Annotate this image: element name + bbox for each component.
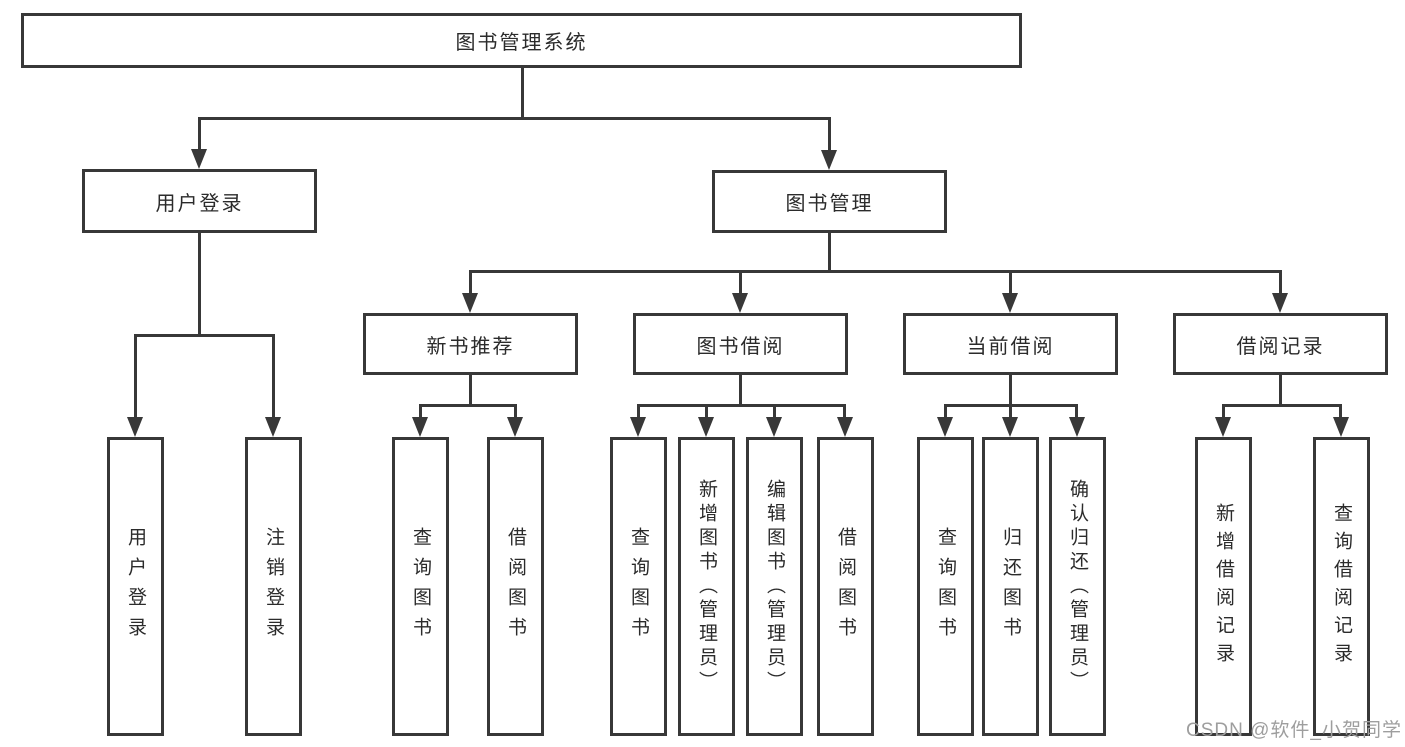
leaf-logout: 注销登录 [245,437,302,736]
node-book-mgmt-label: 图书管理 [785,193,874,215]
leaf-nb-borrow-books-label: 借阅图书 [505,526,526,647]
connector-drop-br-add [1222,404,1225,419]
arrow-to-cb-return [1002,417,1018,437]
leaf-br-query-record: 查询借阅记录 [1313,437,1370,736]
leaf-bb-query-books-label: 查询图书 [628,526,649,647]
connector-drop-nb-borrow [514,404,517,419]
node-root-label: 图书管理系统 [455,32,588,54]
connector-book-mgmt-stem [828,233,831,273]
node-root: 图书管理系统 [21,13,1022,68]
connector-drop-leaf-user-login [134,334,137,419]
leaf-user-login: 用户登录 [107,437,164,736]
arrow-to-current-borrow [1002,293,1018,313]
leaf-nb-borrow-books: 借阅图书 [487,437,544,736]
leaf-bb-add-books-admin: 新增图书（管理员） [678,437,735,736]
connector-book-borrow-stem [739,375,742,407]
connector-drop-br-query [1339,404,1342,419]
node-book-borrow: 图书借阅 [633,313,848,375]
arrow-to-book-mgmt [821,150,837,170]
connector-new-book-rec-rail [419,404,517,407]
leaf-nb-query-books-label: 查询图书 [410,526,431,647]
connector-drop-current-borrow [1009,270,1012,295]
connector-root-stem [521,68,524,120]
node-current-borrow: 当前借阅 [903,313,1118,375]
node-book-mgmt: 图书管理 [712,170,947,233]
node-new-book-rec-label: 新书推荐 [426,335,515,358]
arrow-to-bb-borrow [837,417,853,437]
connector-current-borrow-stem [1009,375,1012,407]
leaf-cb-query-books-label: 查询图书 [935,526,956,647]
connector-borrow-record-rail [1222,404,1342,407]
connector-drop-bb-borrow [843,404,846,419]
connector-user-login-rail [134,334,275,337]
connector-drop-cb-query [944,404,947,419]
arrow-to-leaf-logout [265,417,281,437]
leaf-logout-label: 注销登录 [263,526,284,647]
arrow-to-br-query [1333,417,1349,437]
node-borrow-record: 借阅记录 [1173,313,1388,375]
arrow-to-bb-edit [766,417,782,437]
connector-drop-leaf-logout [272,334,275,419]
arrow-to-cb-confirm [1069,417,1085,437]
connector-drop-user-login [198,117,201,151]
connector-drop-bb-add [705,404,708,419]
leaf-bb-borrow-books-label: 借阅图书 [835,526,856,647]
leaf-bb-add-books-admin-label: 新增图书（管理员） [696,478,717,695]
connector-new-book-rec-stem [469,375,472,407]
leaf-bb-query-books: 查询图书 [610,437,667,736]
connector-drop-borrow-record [1279,270,1282,295]
leaf-cb-confirm-return-admin: 确认归还（管理员） [1049,437,1106,736]
connector-root-rail [198,117,831,120]
node-book-borrow-label: 图书借阅 [696,335,785,358]
connector-drop-book-mgmt [828,117,831,152]
node-current-borrow-label: 当前借阅 [966,335,1055,358]
leaf-bb-borrow-books: 借阅图书 [817,437,874,736]
connector-drop-bb-query [637,404,640,419]
connector-drop-bb-edit [773,404,776,419]
arrow-to-leaf-user-login [127,417,143,437]
leaf-br-query-record-label: 查询借阅记录 [1331,502,1352,671]
node-user-login-label: 用户登录 [155,192,244,215]
arrow-to-bb-add [698,417,714,437]
connector-drop-book-borrow [739,270,742,295]
arrow-to-cb-query [937,417,953,437]
leaf-user-login-label: 用户登录 [125,526,146,647]
arrow-to-br-add [1215,417,1231,437]
connector-drop-cb-confirm [1075,404,1078,419]
connector-borrow-record-stem [1279,375,1282,407]
node-new-book-rec: 新书推荐 [363,313,578,375]
leaf-cb-query-books: 查询图书 [917,437,974,736]
arrow-to-book-borrow [732,293,748,313]
arrow-to-new-book-rec [462,293,478,313]
leaf-br-add-record: 新增借阅记录 [1195,437,1252,736]
leaf-bb-edit-books-admin: 编辑图书（管理员） [746,437,803,736]
arrow-to-borrow-record [1272,293,1288,313]
node-borrow-record-label: 借阅记录 [1236,335,1325,358]
leaf-bb-edit-books-admin-label: 编辑图书（管理员） [764,478,785,695]
leaf-br-add-record-label: 新增借阅记录 [1213,502,1234,671]
leaf-nb-query-books: 查询图书 [392,437,449,736]
arrow-to-nb-query [412,417,428,437]
csdn-watermark: CSDN @软件_小贺同学 [1186,720,1402,741]
connector-drop-nb-query [419,404,422,419]
leaf-cb-confirm-return-admin-label: 确认归还（管理员） [1067,478,1088,695]
leaf-cb-return-books-label: 归还图书 [1000,526,1021,647]
arrow-to-nb-borrow [507,417,523,437]
connector-drop-new-book-rec [469,270,472,295]
connector-user-login-stem [198,233,201,337]
connector-book-borrow-rail [637,404,846,407]
arrow-to-bb-query [630,417,646,437]
leaf-cb-return-books: 归还图书 [982,437,1039,736]
connector-level3-rail [469,270,1282,273]
arrow-to-user-login [191,149,207,169]
node-user-login: 用户登录 [82,169,317,233]
connector-drop-cb-return [1009,404,1012,419]
